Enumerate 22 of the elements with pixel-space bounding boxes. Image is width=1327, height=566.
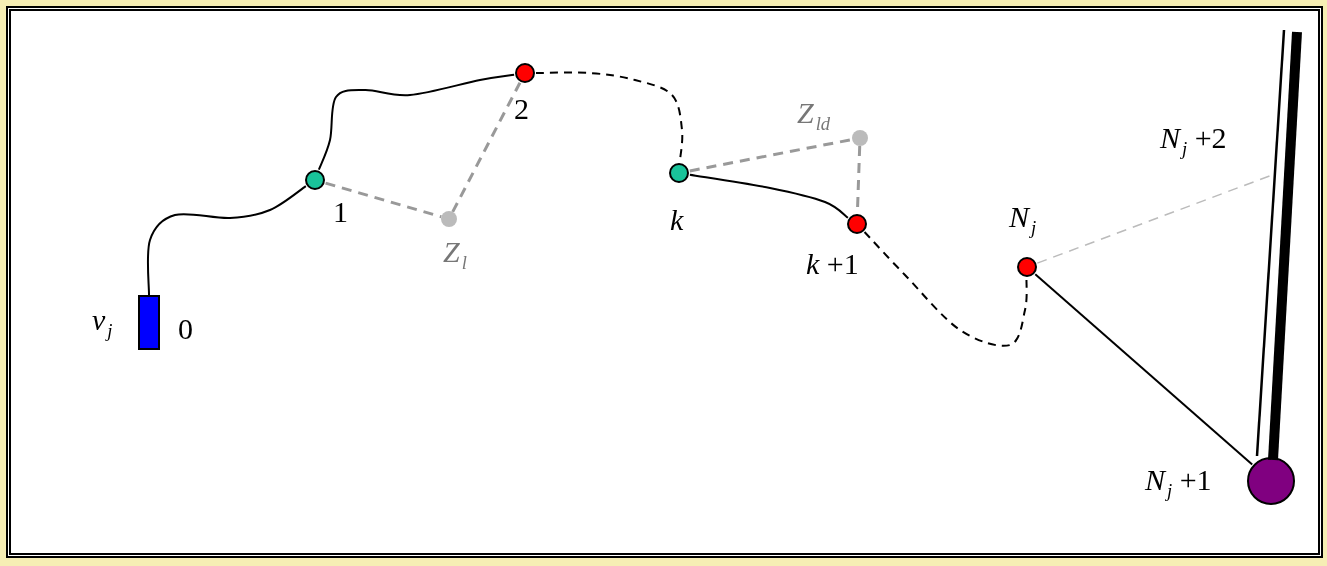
point-label: N$_{j}$ +1 <box>1145 465 1212 501</box>
link-curve <box>688 173 849 219</box>
point-label: k <box>670 205 684 235</box>
point-label: 2 <box>514 94 529 124</box>
point-label: Z$_{ld}$ <box>797 98 831 134</box>
point-label: Z$_{l}$ <box>443 237 467 273</box>
link-curve <box>1034 273 1254 466</box>
link-curve <box>863 231 1028 347</box>
point-label: v$_{j}$ <box>92 305 113 341</box>
point-label: N$_{j}$ +2 <box>1160 123 1227 159</box>
base-block <box>138 295 160 350</box>
point-label: 0 <box>178 314 193 344</box>
link-curve <box>317 73 516 171</box>
point-label: 1 <box>333 197 348 227</box>
point-label: N$_{j}$ <box>1009 202 1037 238</box>
point-label: k +1 <box>806 249 859 279</box>
link-curve <box>146 185 307 296</box>
construction-line <box>451 82 522 213</box>
construction-line <box>689 138 853 173</box>
construction-line <box>1036 174 1273 264</box>
wall-drawing <box>1255 28 1303 462</box>
construction-line <box>325 181 442 219</box>
